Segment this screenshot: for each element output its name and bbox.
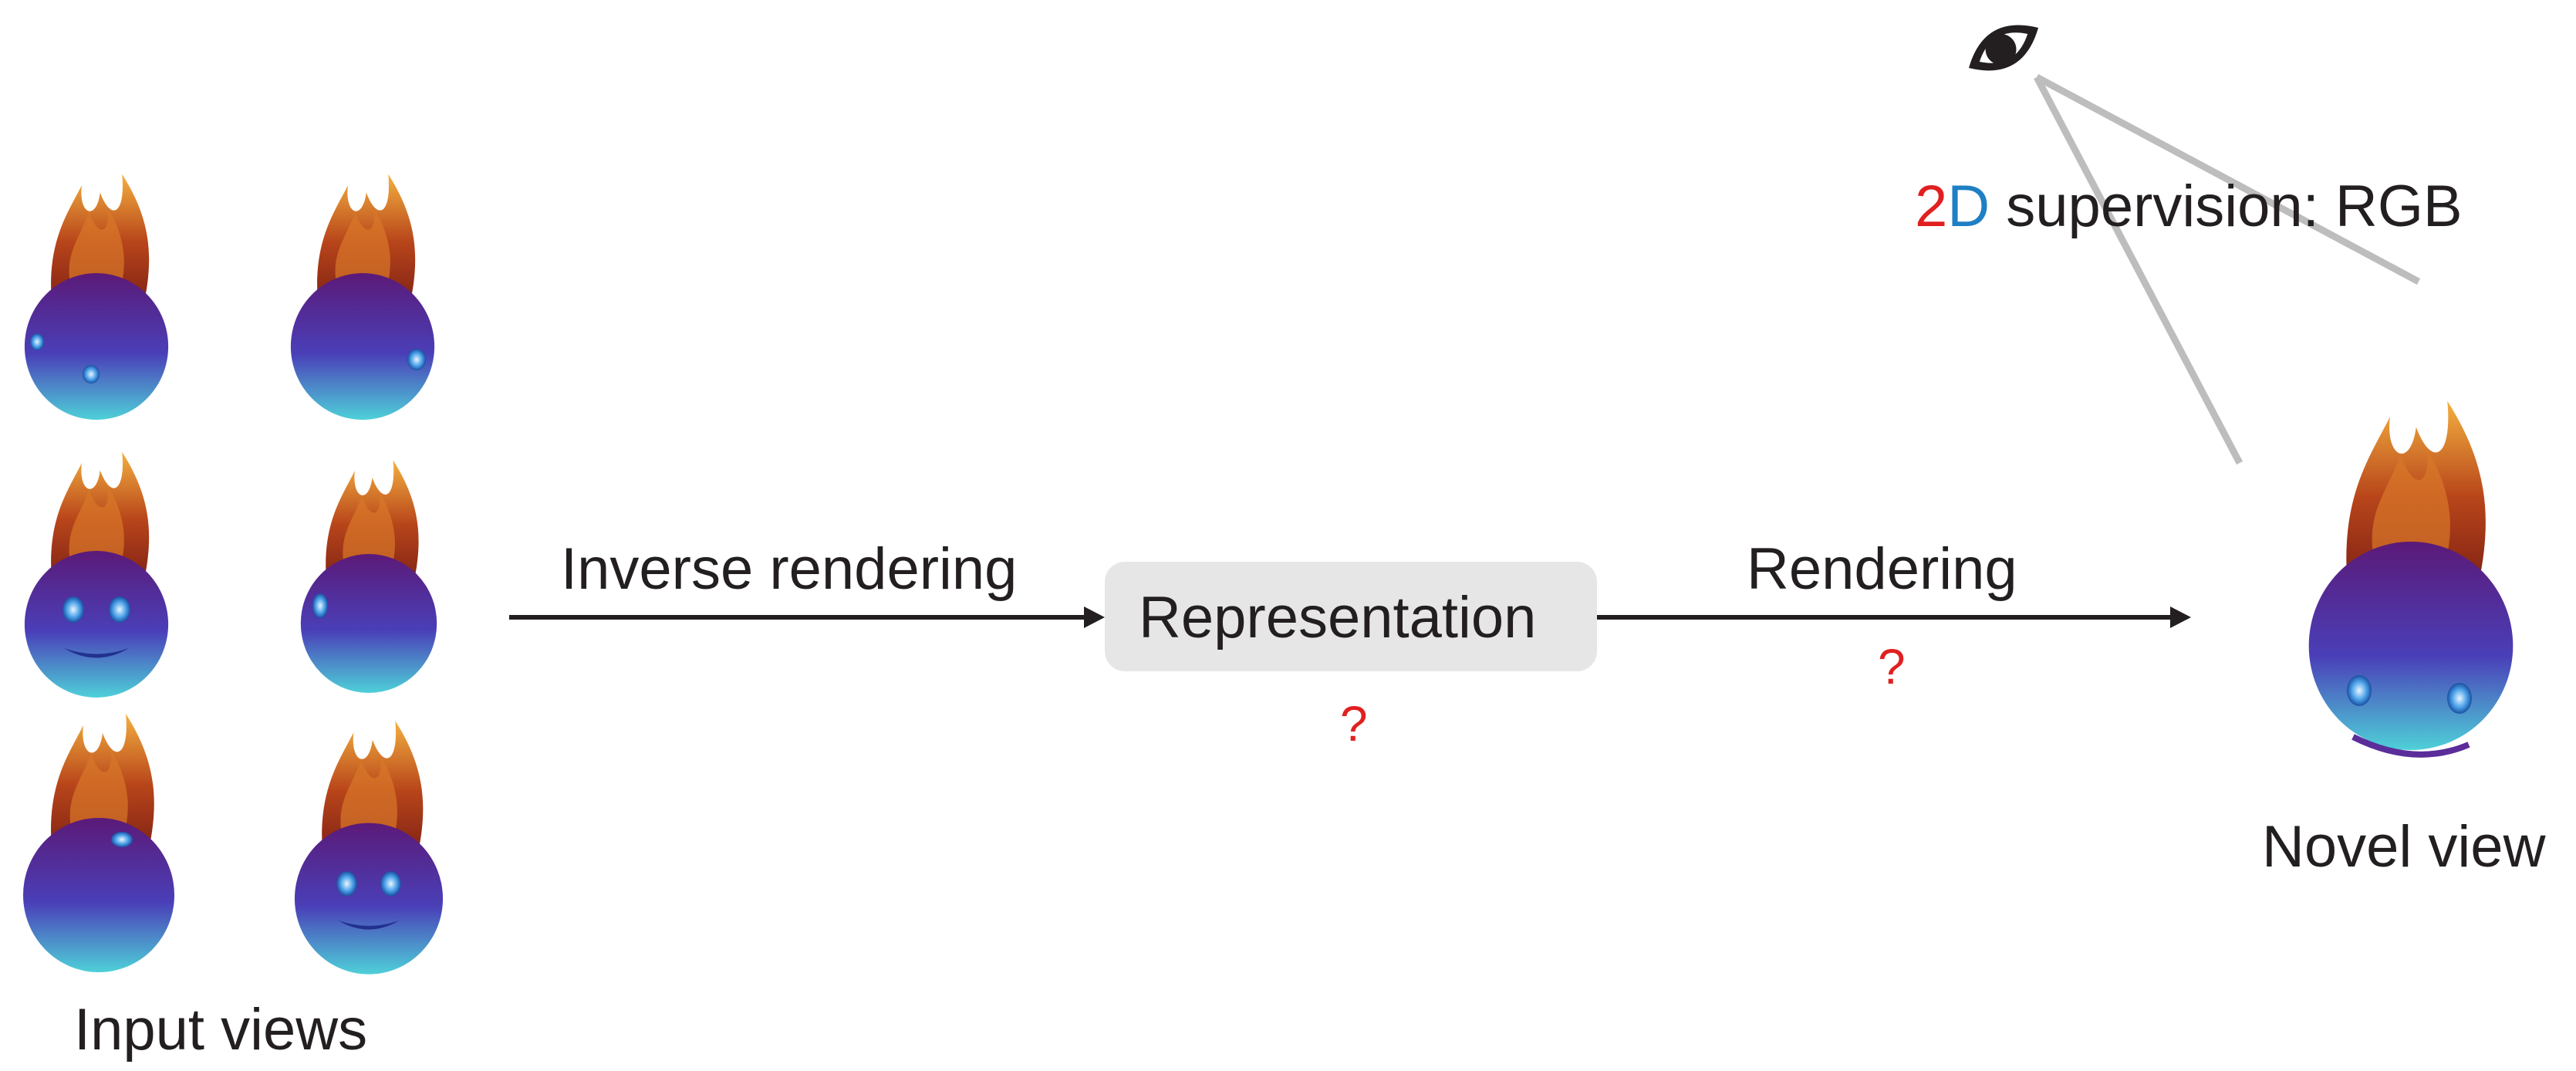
novel-view-label: Novel view [2262,814,2546,880]
supervision-d: D [1947,174,1990,239]
input-view-4 [300,460,437,693]
representation-box [1105,562,1597,671]
representation-label: Representation [1139,585,1537,650]
eye-icon [1968,25,2039,71]
arrow-inverse-rendering [509,606,1105,628]
input-view-2 [290,174,435,420]
representation-question-mark: ? [1340,696,1368,752]
input-view-6 [294,721,444,975]
view-lines [2034,74,2421,465]
supervision-label: 2D supervision: RGB [1915,177,2463,236]
input-view-5 [23,714,174,972]
input-views-label: Input views [74,997,368,1063]
input-view-3 [24,451,169,698]
input-view-1 [24,174,169,420]
rendering-question-mark: ? [1878,639,1906,694]
novel-view-character [2308,400,2514,758]
inverse-rendering-label: Inverse rendering [561,536,1018,602]
rendering-label: Rendering [1747,536,2017,602]
supervision-2: 2 [1915,174,1948,239]
arrow-rendering [1597,606,2191,628]
supervision-text: supervision: RGB [1990,174,2463,239]
